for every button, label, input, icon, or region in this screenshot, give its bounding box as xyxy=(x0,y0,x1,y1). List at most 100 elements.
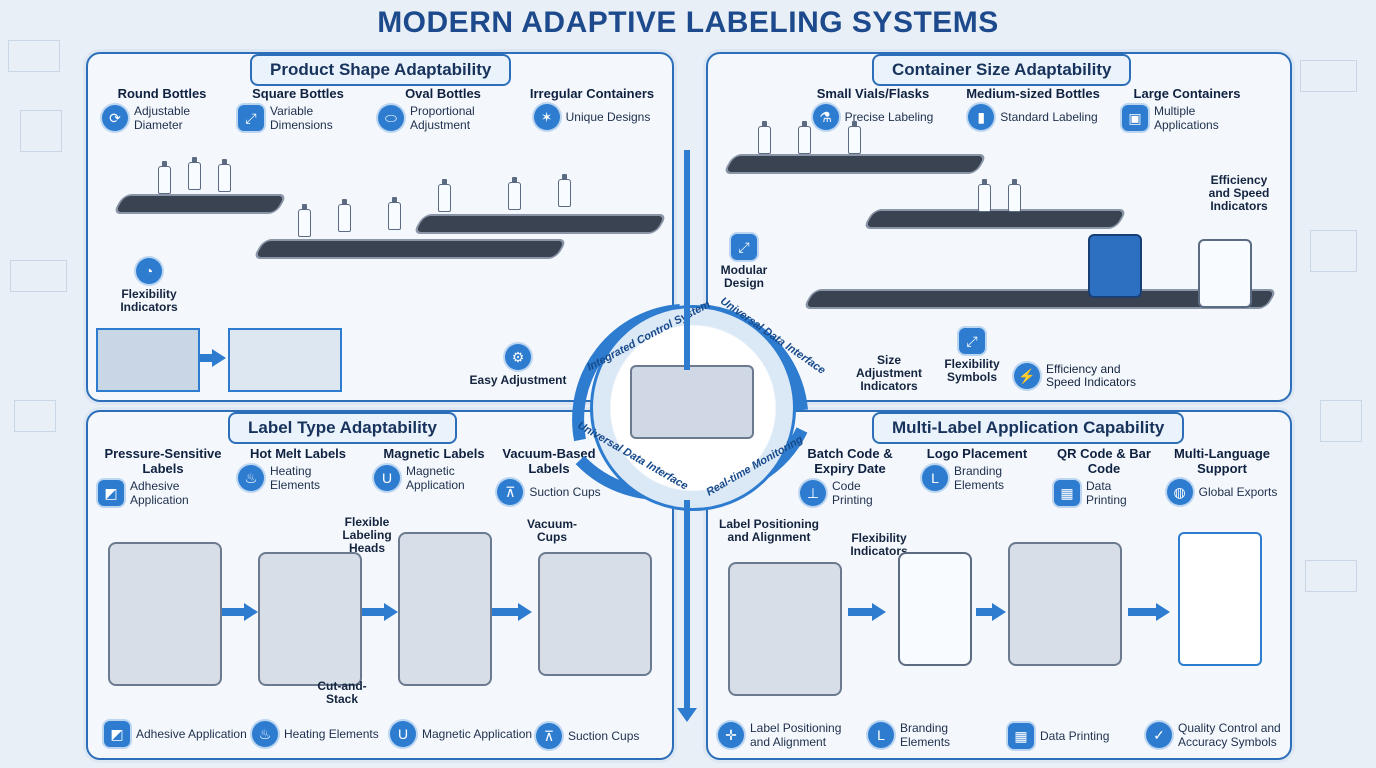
container-size-panel: Container Size Adaptability Small Vials/… xyxy=(706,52,1292,402)
category-qr-code: QR Code & Bar Code ▦Data Printing xyxy=(1054,446,1154,507)
flask-icon: ⚗ xyxy=(812,104,839,130)
bottom-desc: Quality Control and Accuracy Symbols xyxy=(1178,721,1281,749)
bottle-illustration xyxy=(758,121,771,154)
flexibility-label: Flexibility Indicators xyxy=(850,531,908,558)
arrow-shaft xyxy=(200,354,214,362)
bottle-illustration xyxy=(438,179,451,212)
bottle-illustration xyxy=(1008,179,1021,212)
category-desc: Adjustable Diameter xyxy=(134,104,191,132)
bottom-label-positioning: ✛ Label Positioning and Alignment xyxy=(718,721,850,749)
bottom-data-printing: ▦ Data Printing xyxy=(1008,723,1109,749)
category-desc: Standard Labeling xyxy=(1000,110,1098,124)
bottle-illustration xyxy=(508,177,521,210)
flexible-heads-label: Flexible Labeling Heads xyxy=(342,515,392,555)
flexibility-indicator: ◔ Flexibility Indicators xyxy=(104,258,194,314)
bottom-quality-control: ✓ Quality Control and Accuracy Symbols xyxy=(1146,721,1288,749)
jug-container xyxy=(1198,239,1252,308)
qr-printer-machine xyxy=(1008,542,1122,666)
multi-language-label-sheet xyxy=(1178,532,1262,666)
background-flowchart-box xyxy=(8,40,60,72)
qr-code-icon: ▦ xyxy=(1054,480,1080,506)
suction-icon: ⊼ xyxy=(536,723,562,749)
category-hot-melt: Hot Melt Labels ♨Heating Elements xyxy=(238,446,358,492)
drum-container xyxy=(1088,234,1142,298)
category-oval-bottles: Oval Bottles ⬭Proportional Adjustment xyxy=(378,86,508,132)
category-desc: Precise Labeling xyxy=(844,110,934,124)
vacuum-machine xyxy=(538,552,652,676)
panel-title: Product Shape Adaptability xyxy=(250,54,512,86)
bottle-illustration xyxy=(158,161,171,194)
container-icon: ▣ xyxy=(1122,105,1148,131)
label-roll-machine xyxy=(108,542,222,686)
heating-icon: ♨ xyxy=(238,465,264,491)
category-desc: Data Printing xyxy=(1086,479,1127,507)
category-square-bottles: Square Bottles ⤢Variable Dimensions xyxy=(238,86,358,132)
product-shape-panel: Product Shape Adaptability Round Bottles… xyxy=(86,52,674,402)
quality-check-icon: ✓ xyxy=(1146,722,1172,748)
category-desc: Code Printing xyxy=(832,479,873,507)
bottle-illustration xyxy=(558,174,571,207)
arrow-shaft xyxy=(222,608,246,616)
size-adjustment-label: Size Adjustment Indicators xyxy=(856,353,922,393)
logo-icon: L xyxy=(868,722,894,748)
bottom-adhesive: ◩ Adhesive Application xyxy=(104,721,247,747)
panel-title: Label Type Adaptability xyxy=(228,412,457,444)
arrow-down-icon xyxy=(677,708,697,722)
category-title: Oval Bottles xyxy=(405,86,481,101)
bottle-illustration xyxy=(978,179,991,212)
bottle-illustration xyxy=(218,159,231,192)
category-title: Hot Melt Labels xyxy=(249,446,347,461)
bottom-heating: ♨ Heating Elements xyxy=(252,721,379,747)
bottle-illustration xyxy=(388,197,401,230)
background-flowchart-box xyxy=(1320,400,1362,442)
category-title: Batch Code & Expiry Date xyxy=(807,446,893,476)
panel-title: Container Size Adaptability xyxy=(872,54,1132,86)
category-desc: Variable Dimensions xyxy=(270,104,333,132)
conveyor-belt xyxy=(412,214,668,234)
bottom-branding: L Branding Elements xyxy=(868,721,970,749)
bottle-illustration xyxy=(338,199,351,232)
category-desc: Magnetic Application xyxy=(406,464,465,492)
magnet-icon: U xyxy=(390,721,416,747)
label-type-panel: Label Type Adaptability Pressure-Sensiti… xyxy=(86,410,674,760)
qr-code-icon: ▦ xyxy=(1008,723,1034,749)
expand-icon: ⤢ xyxy=(731,234,757,260)
connector-line xyxy=(684,500,690,710)
heating-icon: ♨ xyxy=(252,721,278,747)
category-title: Medium-sized Bottles xyxy=(966,86,1100,101)
star-icon: ✶ xyxy=(533,104,560,130)
easy-adjustment-label: Easy Adjustment xyxy=(469,373,567,387)
category-large-containers: Large Containers ▣Multiple Applications xyxy=(1122,86,1252,132)
hot-melt-machine xyxy=(258,552,362,686)
conveyor-belt xyxy=(722,154,988,174)
efficiency-label-bottom: Efficiency and Speed Indicators xyxy=(1046,362,1137,389)
adhesive-icon: ◩ xyxy=(98,480,124,506)
bottle-illustration xyxy=(298,204,311,237)
page-title: MODERN ADAPTIVE LABELING SYSTEMS xyxy=(377,6,999,39)
oval-icon: ⬭ xyxy=(378,105,404,131)
category-title: Small Vials/Flasks xyxy=(816,86,930,101)
stamp-icon: ⊥ xyxy=(800,480,826,506)
category-desc: Global Exports xyxy=(1198,485,1278,499)
suction-icon: ⊼ xyxy=(497,479,524,505)
arrow-right-icon xyxy=(244,603,258,621)
conveyor-belt xyxy=(862,209,1128,229)
bottom-desc: Heating Elements xyxy=(284,727,379,741)
multi-label-panel: Multi-Label Application Capability Batch… xyxy=(706,410,1292,760)
category-desc: Proportional Adjustment xyxy=(410,104,475,132)
gear-icon: ⚙ xyxy=(505,344,531,370)
category-desc: Branding Elements xyxy=(954,464,1005,492)
arrow-right-icon xyxy=(384,603,398,621)
arrow-right-icon xyxy=(1156,603,1170,621)
efficiency-indicator: ⚡ Efficiency and Speed Indicators xyxy=(1014,363,1146,389)
category-batch-code: Batch Code & Expiry Date ⊥Code Printing xyxy=(800,446,900,507)
category-irregular-containers: Irregular Containers ✶Unique Designs xyxy=(522,86,662,130)
connector-line xyxy=(684,150,690,370)
arrow-shaft xyxy=(1128,608,1158,616)
adhesive-icon: ◩ xyxy=(104,721,130,747)
logo-icon: L xyxy=(922,465,948,491)
circle-arrow-icon: ⟳ xyxy=(102,105,128,131)
arrow-right-icon xyxy=(212,349,226,367)
